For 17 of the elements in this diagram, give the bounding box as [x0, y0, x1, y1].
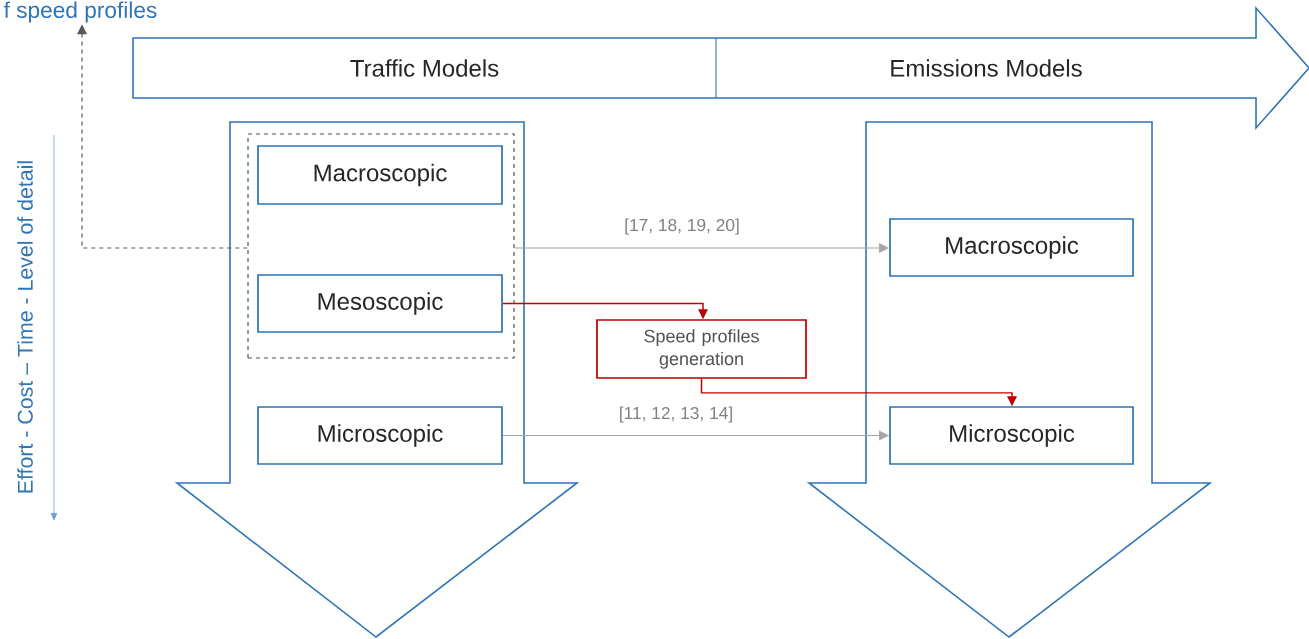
- axis-label: Effort - Cost – Time - Level of detail: [17, 161, 33, 493]
- model-box: Mesoscopic: [257, 274, 503, 333]
- model-box: Macroscopic: [889, 218, 1134, 277]
- model-box: Macroscopic: [257, 145, 503, 205]
- model-box: Microscopic: [889, 406, 1134, 465]
- process-box: Speed profiles generation: [596, 319, 807, 379]
- dashed-group-box: [247, 133, 515, 359]
- edge-label: [17, 18, 19, 20]: [622, 217, 742, 236]
- down-arrow-shape: [806, 121, 1213, 638]
- edge-label: [11, 12, 13, 14]: [617, 405, 735, 424]
- arrow: [502, 430, 890, 441]
- model-box: Microscopic: [257, 406, 503, 465]
- arrow: [700, 378, 1017, 407]
- down-arrow-shape: [174, 121, 580, 638]
- arrow: [77, 24, 248, 249]
- arrow: [514, 243, 890, 253]
- arrow: [502, 302, 708, 320]
